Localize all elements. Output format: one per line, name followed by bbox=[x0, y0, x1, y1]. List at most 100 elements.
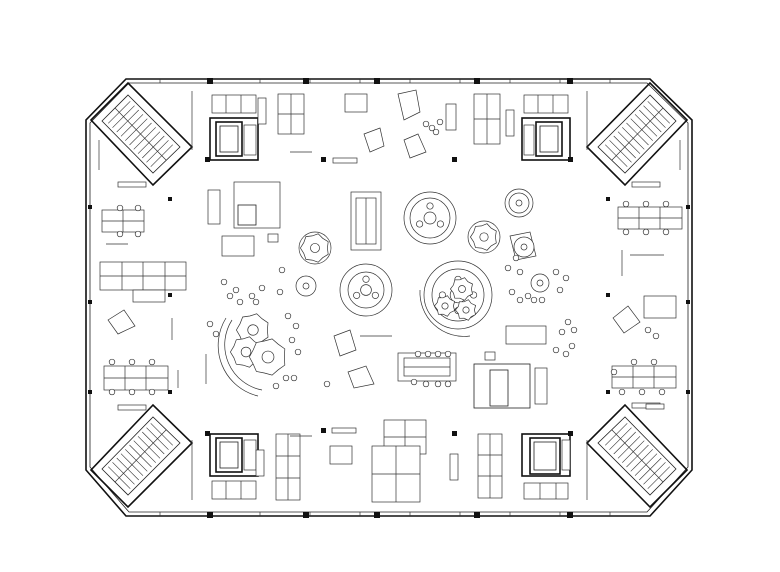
loose-chair bbox=[630, 358, 638, 366]
loose-chair bbox=[414, 350, 422, 358]
stair-tread bbox=[150, 144, 173, 167]
loose-chair bbox=[282, 374, 290, 382]
stair-tread bbox=[125, 118, 148, 141]
loose-chair bbox=[650, 358, 658, 366]
stair-tread bbox=[622, 440, 645, 463]
loose-chair bbox=[294, 348, 302, 356]
lounge-arc bbox=[217, 317, 259, 397]
planter-core bbox=[479, 232, 489, 242]
building-envelope bbox=[85, 78, 693, 517]
loose-chair bbox=[428, 124, 436, 132]
stair-tread bbox=[613, 431, 636, 455]
lift-core-sw bbox=[209, 433, 259, 500]
lift-core-ne bbox=[521, 94, 571, 161]
table-ring bbox=[339, 263, 393, 317]
stair-tread bbox=[626, 444, 649, 468]
stair-tread bbox=[133, 440, 156, 463]
planter bbox=[433, 295, 456, 317]
planter-core bbox=[462, 306, 470, 314]
stair-tread bbox=[133, 127, 156, 150]
loose-chair bbox=[644, 326, 652, 334]
lift-core-se bbox=[521, 433, 571, 500]
stair-tread bbox=[647, 101, 670, 124]
loose-chair bbox=[134, 204, 142, 212]
table-centre bbox=[423, 211, 437, 225]
workstations-west bbox=[99, 209, 187, 391]
loose-chair bbox=[248, 292, 256, 300]
round-table bbox=[508, 192, 530, 214]
loose-chair bbox=[642, 200, 650, 208]
loose-chair bbox=[552, 268, 560, 276]
loose-chair bbox=[422, 380, 430, 388]
stair-tread bbox=[605, 144, 628, 167]
loose-chair bbox=[508, 288, 516, 296]
planter bbox=[449, 277, 473, 301]
table-ring bbox=[504, 188, 534, 218]
loose-chair bbox=[562, 274, 570, 282]
planter bbox=[249, 338, 286, 376]
loose-chair bbox=[638, 388, 646, 396]
loose-chair bbox=[272, 382, 280, 390]
loose-chair bbox=[434, 350, 442, 358]
table-chair bbox=[353, 291, 361, 299]
loose-chair bbox=[232, 286, 240, 294]
table-centre bbox=[302, 282, 310, 290]
loose-chair bbox=[516, 268, 524, 276]
stair-tread bbox=[146, 140, 169, 163]
stair-tread bbox=[639, 109, 662, 133]
workstations-south bbox=[255, 419, 503, 503]
planter bbox=[454, 299, 477, 321]
stair-tread bbox=[634, 453, 658, 476]
loose-chair bbox=[504, 264, 512, 272]
loose-chair bbox=[530, 296, 538, 304]
round-table bbox=[513, 236, 535, 258]
table-ring bbox=[423, 260, 493, 330]
loose-chair bbox=[212, 330, 220, 338]
loose-chairs bbox=[108, 118, 670, 396]
lounge-arc bbox=[419, 289, 471, 337]
stair-tread bbox=[108, 101, 131, 124]
loose-chair bbox=[148, 358, 156, 366]
loose-chair bbox=[220, 278, 228, 286]
loose-chair bbox=[422, 120, 430, 128]
loose-chair bbox=[134, 230, 142, 238]
stair-tread bbox=[643, 462, 666, 485]
loose-chair bbox=[410, 378, 418, 386]
stair-tread bbox=[125, 449, 148, 472]
loose-chair bbox=[558, 328, 566, 336]
stair-tread bbox=[146, 427, 169, 450]
workstations-east bbox=[611, 206, 683, 389]
loose-chair bbox=[436, 118, 444, 126]
loose-chair bbox=[252, 298, 260, 306]
lift-core-nw bbox=[209, 94, 259, 161]
planter-core bbox=[310, 243, 320, 253]
round-table bbox=[409, 197, 451, 239]
stair-tread bbox=[609, 427, 632, 450]
stair-tread bbox=[630, 449, 653, 472]
loose-chair bbox=[108, 358, 116, 366]
stair-tread bbox=[137, 436, 161, 459]
stair-tread bbox=[129, 444, 152, 468]
lounge-arc bbox=[224, 319, 263, 391]
stair-tread bbox=[617, 131, 641, 154]
stair-tread bbox=[120, 453, 144, 476]
planter bbox=[299, 233, 329, 263]
stair-tread bbox=[634, 114, 658, 137]
loose-chair bbox=[538, 296, 546, 304]
table-centre bbox=[536, 279, 544, 287]
loose-chair bbox=[323, 380, 331, 388]
loose-chair bbox=[290, 374, 298, 382]
loose-chair bbox=[552, 346, 560, 354]
loose-chair bbox=[116, 204, 124, 212]
stair-tread bbox=[617, 436, 641, 459]
table-chair bbox=[371, 291, 379, 299]
stair-tread bbox=[622, 127, 645, 150]
table-centre bbox=[515, 199, 523, 207]
loose-chair bbox=[622, 200, 630, 208]
stair-tread bbox=[108, 466, 131, 489]
stair-tread bbox=[647, 466, 670, 489]
stair-tread bbox=[639, 457, 662, 481]
loose-chair bbox=[116, 230, 124, 238]
loose-chair bbox=[288, 336, 296, 344]
